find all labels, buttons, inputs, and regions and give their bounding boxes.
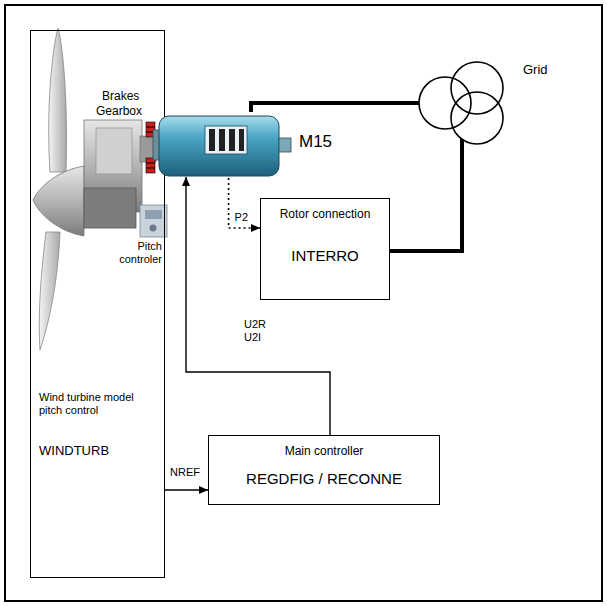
- grid-name: Grid: [523, 62, 583, 78]
- part-label: Brakes: [102, 89, 157, 103]
- arrow-head: [182, 177, 190, 186]
- grid-symbol: Grid: [415, 58, 515, 148]
- arrow-head: [199, 486, 208, 494]
- outer-frame: [4, 4, 603, 602]
- generator-name: M15: [299, 132, 349, 152]
- main-controller-box: Main controllerREGDFIG / RECONNE: [208, 435, 440, 505]
- box-heading: Main controller: [213, 444, 435, 458]
- edge-label: NREF: [170, 466, 196, 479]
- box-name: WINDTURB: [39, 443, 157, 459]
- connector: [165, 486, 208, 494]
- connector-line: [229, 178, 260, 228]
- node-outline: [153, 112, 293, 180]
- generator-cylinder: M15: [153, 112, 293, 180]
- rotor-connection-box: Rotor connectionINTERRO: [260, 198, 390, 300]
- arrow-head: [251, 224, 260, 232]
- part-label: Pitch controler: [98, 240, 162, 266]
- connector: [390, 139, 462, 251]
- box-heading: Wind turbine model pitch control: [39, 391, 157, 417]
- connector: [229, 178, 260, 232]
- edge-label: P2: [235, 211, 261, 224]
- node-outline: [415, 58, 515, 148]
- connector: [251, 103, 419, 112]
- connector-line: [251, 103, 419, 112]
- edge-label: U2R U2I: [244, 318, 270, 344]
- part-label: Gearbox: [96, 104, 156, 118]
- box-name: INTERRO: [265, 247, 385, 265]
- box-name: REGDFIG / RECONNE: [213, 470, 435, 488]
- connector-line: [390, 139, 462, 251]
- box-heading: Rotor connection: [265, 207, 385, 221]
